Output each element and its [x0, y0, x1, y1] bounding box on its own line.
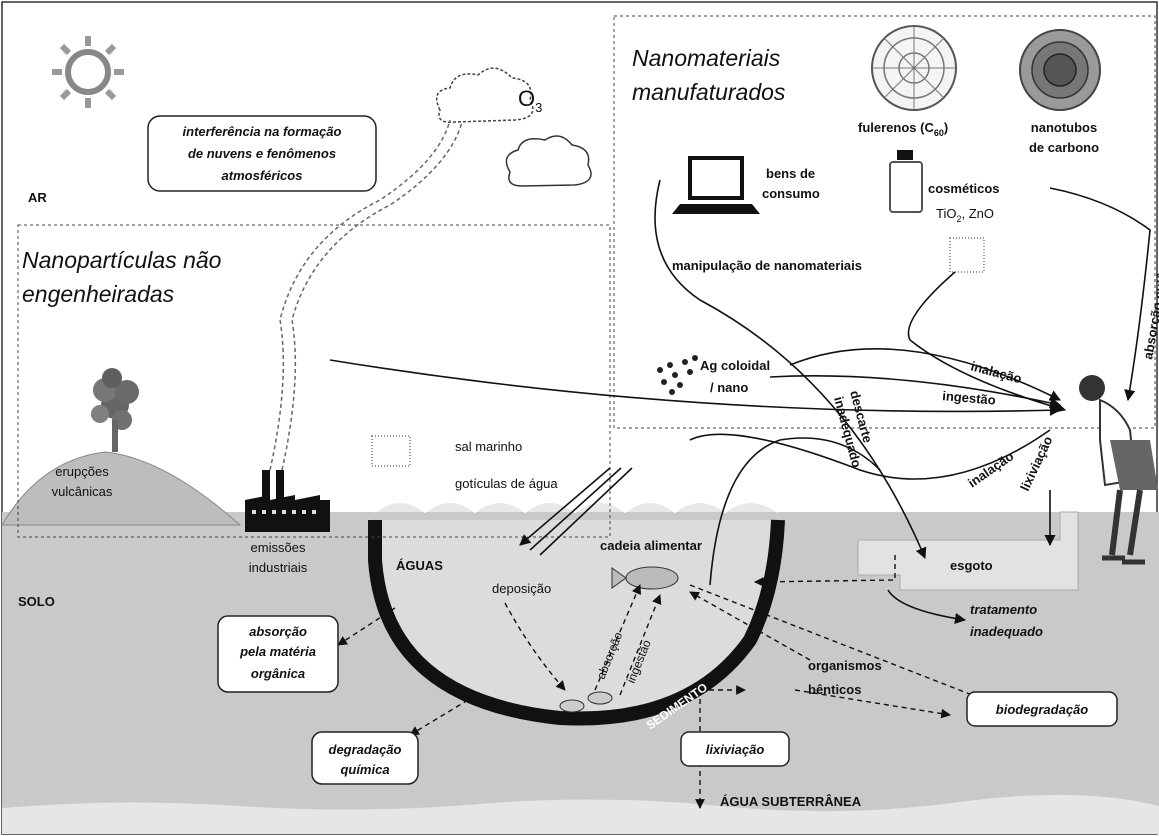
- fish-icon: [611, 566, 679, 590]
- natural-np-title-1: Nanopartículas não: [22, 247, 222, 273]
- sun-icon: [52, 36, 124, 108]
- sea-salt-particles-icon: [371, 435, 411, 467]
- water-basin: [375, 520, 778, 719]
- ag-colloidal-label-2: / nano: [710, 380, 748, 395]
- arrow-food-chain: [709, 437, 881, 586]
- volcanic-label-1: erupções: [55, 464, 109, 479]
- cloud-interference-line-1: interferência na formação: [183, 124, 342, 139]
- cosmetics-bottle-icon: [889, 150, 923, 213]
- cloud-interference-box: [147, 115, 377, 192]
- groundwater-label: ÁGUA SUBTERRÂNEA: [720, 794, 862, 809]
- nanomaterial-particles-icon: [949, 237, 985, 273]
- air-label: AR: [28, 190, 47, 205]
- organic-absorption-label-2: pela matéria: [239, 644, 316, 659]
- ag-colloidal-label-1: Ag coloidal: [700, 358, 770, 373]
- water-droplets-label: gotículas de água: [455, 476, 558, 491]
- chemical-degradation-label-1: degradação: [329, 742, 402, 757]
- chemical-degradation-label-2: química: [340, 762, 389, 777]
- soil-label: SOLO: [18, 594, 55, 609]
- sewage-box: [857, 511, 1079, 591]
- cloud-interference-line-3: atmosféricos: [222, 168, 303, 183]
- benthic-label-2: bênticos: [808, 682, 861, 697]
- arrow-deposition-to-fish: [504, 602, 566, 691]
- leaching-right-label: lixiviação: [1017, 434, 1055, 493]
- arrow-sewage-to-water: [754, 555, 896, 587]
- arrow-skin-absorption: [1049, 187, 1151, 402]
- small-fish-icon: [559, 691, 613, 713]
- cosmetics-formula: TiO2, ZnO: [936, 206, 994, 224]
- arrow-fish-absorption: [594, 584, 642, 691]
- manufactured-np-region: [613, 15, 1156, 429]
- arrow-improper-disposal: [654, 179, 927, 560]
- arrow-benthic-to-fish: [689, 591, 811, 661]
- manufactured-np-title-2: manufaturados: [632, 79, 786, 105]
- leaching-bottom-label: lixiviação: [706, 742, 765, 757]
- biodegradation-label: biodegradação: [996, 702, 1089, 717]
- waters-label: ÁGUAS: [396, 558, 443, 573]
- organic-absorption-label-3: orgânica: [251, 666, 305, 681]
- person-icon: [1079, 375, 1158, 565]
- sea-salt-label: sal marinho: [455, 439, 522, 454]
- industrial-label-2: industriais: [249, 560, 308, 575]
- fullerene-icon: [871, 25, 957, 111]
- natural-np-region: [17, 224, 611, 538]
- volcano: [1, 451, 242, 526]
- groundwater-band: [2, 794, 1159, 834]
- volcanic-label-2: vulcânicas: [52, 484, 113, 499]
- sewage-label: esgoto: [950, 558, 993, 573]
- benthic-label-1: organismos: [808, 658, 882, 673]
- ag-colloid-icon: [657, 355, 698, 395]
- arrow-volcano-to-person: [329, 359, 1062, 416]
- deposition-label: deposição: [492, 581, 551, 596]
- manufactured-np-title-1: Nanomateriais: [632, 45, 781, 71]
- ozone-label: O3: [518, 86, 542, 115]
- sediment-layer: [368, 519, 785, 726]
- arrows-deposition: [520, 467, 633, 555]
- cosmetics-label: cosméticos: [928, 181, 1000, 196]
- laptop-icon: [672, 156, 760, 214]
- biodegradation-box: [966, 691, 1118, 727]
- industrial-label-1: emissões: [251, 540, 306, 555]
- cloud-icon: [505, 135, 592, 187]
- smoke-trail: [281, 121, 463, 471]
- arrow-improper-treatment: [887, 589, 967, 625]
- consumer-goods-label-2: consumo: [762, 186, 820, 201]
- arrow-inhalation-bottom: [689, 429, 1051, 480]
- consumer-goods-label-1: bens de: [766, 166, 815, 181]
- organic-absorption-box: [217, 615, 339, 693]
- organic-absorption-label-1: absorção: [249, 624, 307, 639]
- improper-treatment-label-2: inadequado: [970, 624, 1043, 639]
- nanotube-label-1: nanotubos: [1031, 120, 1097, 135]
- leaching-bottom-box: [680, 731, 790, 767]
- volcanic-plume: [91, 368, 139, 452]
- cloud-icon: [435, 67, 534, 123]
- chemical-degradation-box: [311, 731, 419, 785]
- factory-icon: [245, 470, 330, 532]
- nanotube-icon: [1019, 29, 1101, 111]
- ingestion-top-label: ingestão: [942, 388, 997, 408]
- natural-np-title-2: engenheiradas: [22, 281, 175, 307]
- water-waves: [374, 501, 779, 514]
- inhalation-top-label: inalação: [969, 358, 1023, 386]
- arrow-benthic-to-biodegradation: [794, 689, 951, 719]
- fullerene-label: fulerenos (C60): [858, 120, 948, 138]
- arrow-manipulation: [907, 271, 1067, 413]
- arrow-biodegradation: [689, 584, 986, 702]
- food-chain-label: cadeia alimentar: [600, 538, 702, 553]
- arrow-organic-absorption: [337, 607, 396, 646]
- cloud-interference-line-2: de nuvens e fenômenos: [188, 146, 336, 161]
- nanotube-label-2: de carbono: [1029, 140, 1099, 155]
- skin-absorption-label: absorção cutânea: [1140, 248, 1159, 360]
- nano-handling-label: manipulação de nanomateriais: [672, 258, 862, 273]
- improper-treatment-label-1: tratamento: [970, 602, 1037, 617]
- arrow-inhalation-top: [789, 348, 1062, 401]
- arrow-chemical-degradation: [409, 699, 469, 736]
- smoke-trail: [269, 119, 451, 471]
